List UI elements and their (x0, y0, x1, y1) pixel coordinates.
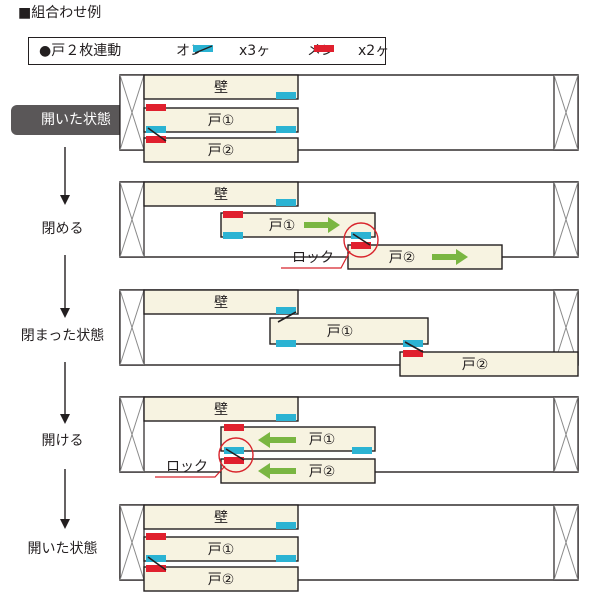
legend-on-swatch-link (194, 45, 213, 54)
post-cross-line (119, 396, 145, 473)
direction-arrow-shaft (304, 222, 328, 228)
lock-label: ロック (292, 250, 334, 266)
door1-panel (220, 426, 376, 452)
stage-label-opening: 開ける (41, 433, 84, 449)
door2-panel (143, 566, 299, 592)
post-cross-line (553, 396, 579, 473)
link-line (147, 556, 167, 571)
wall-on-marker (276, 92, 296, 99)
door1-on-marker (276, 126, 296, 133)
door1-on-marker (146, 555, 166, 562)
door2-panel (220, 458, 376, 484)
door1-panel (143, 536, 299, 562)
link-line (352, 233, 371, 246)
door1-men-marker (223, 211, 243, 218)
lock-label: ロック (166, 459, 208, 475)
door1-men-marker (146, 104, 166, 111)
door2-panel-label: 戸② (389, 250, 416, 266)
door1-on-marker (276, 340, 296, 347)
legend-on-count: x3ヶ (239, 43, 271, 59)
door1-on-marker (224, 447, 244, 454)
post-cross-line (553, 181, 579, 258)
wall-panel-label: 壁 (214, 80, 228, 96)
door2-panel-label: 戸② (309, 464, 336, 480)
door1-on-marker (223, 232, 243, 239)
wall-on-marker (276, 414, 296, 421)
lock-circle (218, 437, 254, 473)
door2-men-marker (146, 565, 166, 572)
link-line (404, 341, 424, 353)
legend-men-count: x2ヶ (358, 43, 390, 59)
wall-panel-label: 壁 (214, 187, 228, 203)
wall-on-marker (276, 522, 296, 529)
lock-leader-line (155, 465, 226, 478)
door1-panel-label: 戸① (309, 432, 336, 448)
door2-men-marker (146, 136, 166, 143)
legend-prefix: ●戸２枚連動 (39, 43, 122, 59)
wall-panel-label: 壁 (214, 402, 228, 418)
wall-panel (143, 289, 299, 315)
link-line (277, 311, 297, 323)
door1-on-marker (276, 555, 296, 562)
door1-on-marker (351, 232, 371, 239)
door1-panel-label: 戸① (208, 542, 235, 558)
stage-arrow-head (60, 414, 70, 424)
door2-men-marker (224, 457, 244, 464)
lock-leader-line (281, 250, 351, 269)
stage-label-open-final: 開いた状態 (27, 541, 98, 557)
direction-arrow-shaft (270, 437, 296, 443)
wall-panel (143, 181, 299, 207)
post-cross-line (119, 289, 145, 366)
door2-panel-label: 戸② (208, 143, 235, 159)
door2-panel (143, 137, 299, 163)
diagram-title: ■組合わせ例 (18, 5, 102, 21)
door2-panel (347, 244, 503, 270)
wall-panel (143, 396, 299, 422)
direction-arrow-head (328, 217, 340, 233)
door1-panel-label: 戸① (269, 218, 296, 234)
door1-on-marker (276, 307, 296, 314)
lock-circle (343, 222, 379, 258)
post-cross-line (119, 74, 145, 151)
door2-panel (399, 351, 579, 377)
post-cross-line (119, 504, 145, 581)
link-line (225, 448, 245, 461)
legend-on-swatch (193, 45, 213, 52)
stage-label-closed: 閉まった状態 (20, 328, 105, 344)
direction-arrow-shaft (432, 254, 456, 260)
wall-panel (143, 504, 299, 530)
door1-on-marker (403, 340, 423, 347)
door1-men-marker (224, 424, 244, 431)
wall-on-marker (276, 199, 296, 206)
wall-panel (143, 74, 299, 100)
stage-label-closing: 閉める (41, 221, 84, 237)
post-cross-line (553, 504, 579, 581)
post-cross-line (119, 181, 145, 258)
door1-panel (269, 317, 429, 345)
wall-panel-label: 壁 (214, 295, 228, 311)
door1-panel-label: 戸① (208, 113, 235, 129)
direction-arrow-head (258, 463, 270, 479)
wall-panel-label: 壁 (214, 510, 228, 526)
link-line (147, 127, 167, 142)
door1-on-marker (146, 126, 166, 133)
door1-panel (143, 107, 299, 133)
direction-arrow-shaft (270, 468, 296, 474)
door1-men-marker (146, 533, 166, 540)
door2-panel-label: 戸② (208, 572, 235, 588)
door1-panel (220, 212, 376, 238)
post-cross-line (553, 74, 579, 151)
direction-arrow-head (258, 432, 270, 448)
door2-men-marker (351, 242, 371, 249)
door2-panel-label: 戸② (462, 357, 489, 373)
door1-on-marker (352, 447, 372, 454)
legend-men-swatch (314, 45, 334, 52)
stage-arrow-head (60, 195, 70, 205)
door1-panel-label: 戸① (327, 324, 354, 340)
stage-arrow-head (60, 308, 70, 318)
stage-arrow-head (60, 519, 70, 529)
direction-arrow-head (456, 249, 468, 265)
door2-men-marker (403, 350, 423, 357)
